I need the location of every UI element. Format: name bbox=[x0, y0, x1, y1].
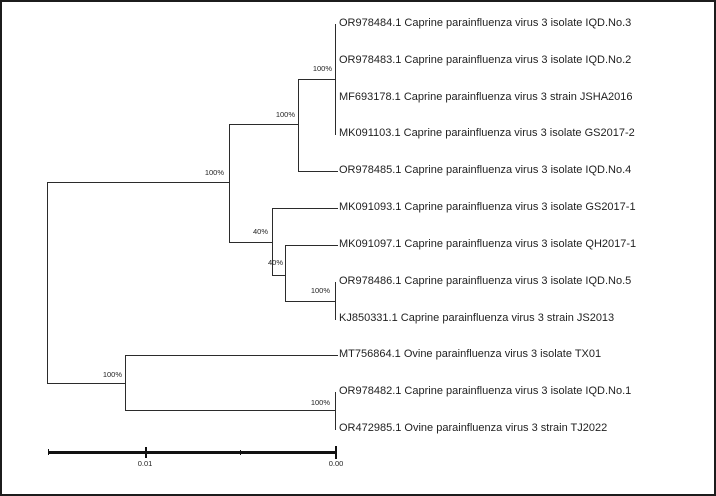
branch-line bbox=[335, 282, 336, 320]
taxon-label: MK091097.1 Caprine parainfluenza virus 3… bbox=[339, 238, 637, 250]
branch-line bbox=[285, 245, 286, 302]
branch-line bbox=[285, 245, 338, 246]
bootstrap-value: 100% bbox=[310, 286, 330, 295]
branch-line bbox=[229, 124, 230, 243]
bootstrap-value: 100% bbox=[102, 370, 122, 379]
taxon-label: KJ850331.1 Caprine parainfluenza virus 3… bbox=[339, 312, 615, 324]
bootstrap-value: 40% bbox=[252, 227, 268, 236]
scale-tick bbox=[48, 449, 49, 455]
bootstrap-value: 100% bbox=[275, 110, 295, 119]
taxon-label: MK091093.1 Caprine parainfluenza virus 3… bbox=[339, 201, 636, 213]
branch-line bbox=[47, 383, 125, 384]
branch-line bbox=[272, 208, 338, 209]
scale-label: 0.01 bbox=[137, 459, 153, 468]
taxon-label: MK091103.1 Caprine parainfluenza virus 3… bbox=[339, 127, 635, 139]
bootstrap-value: 100% bbox=[310, 398, 330, 407]
branch-line bbox=[272, 275, 285, 276]
scale-tick bbox=[240, 450, 241, 455]
branch-line bbox=[272, 208, 273, 276]
branch-line bbox=[335, 24, 336, 135]
branch-line bbox=[298, 79, 299, 172]
scale-bar-line bbox=[48, 451, 336, 454]
bootstrap-value: 100% bbox=[204, 168, 224, 177]
branch-line bbox=[125, 355, 338, 356]
branch-line bbox=[285, 301, 335, 302]
taxon-label: MF693178.1 Caprine parainfluenza virus 3… bbox=[339, 91, 633, 103]
taxon-label: OR978484.1 Caprine parainfluenza virus 3… bbox=[339, 17, 632, 29]
taxon-label: OR978485.1 Caprine parainfluenza virus 3… bbox=[339, 164, 632, 176]
taxon-label: OR978483.1 Caprine parainfluenza virus 3… bbox=[339, 54, 632, 66]
taxon-label: MT756864.1 Ovine parainfluenza virus 3 i… bbox=[339, 348, 602, 360]
branch-line bbox=[298, 171, 338, 172]
bootstrap-value: 100% bbox=[312, 64, 332, 73]
branch-line bbox=[298, 79, 335, 80]
taxon-label: OR472985.1 Ovine parainfluenza virus 3 s… bbox=[339, 422, 608, 434]
scale-label: 0.00 bbox=[328, 459, 344, 468]
branch-line bbox=[125, 410, 335, 411]
branch-line bbox=[125, 355, 126, 411]
taxon-label: OR978482.1 Caprine parainfluenza virus 3… bbox=[339, 385, 632, 397]
branch-line bbox=[335, 392, 336, 430]
bootstrap-value: 40% bbox=[267, 258, 283, 267]
scale-tick bbox=[145, 447, 147, 458]
branch-line bbox=[229, 124, 298, 125]
taxon-label: OR978486.1 Caprine parainfluenza virus 3… bbox=[339, 275, 632, 287]
branch-line bbox=[47, 182, 48, 384]
branch-line bbox=[229, 242, 272, 243]
branch-line bbox=[47, 182, 229, 183]
scale-tick bbox=[335, 446, 337, 459]
